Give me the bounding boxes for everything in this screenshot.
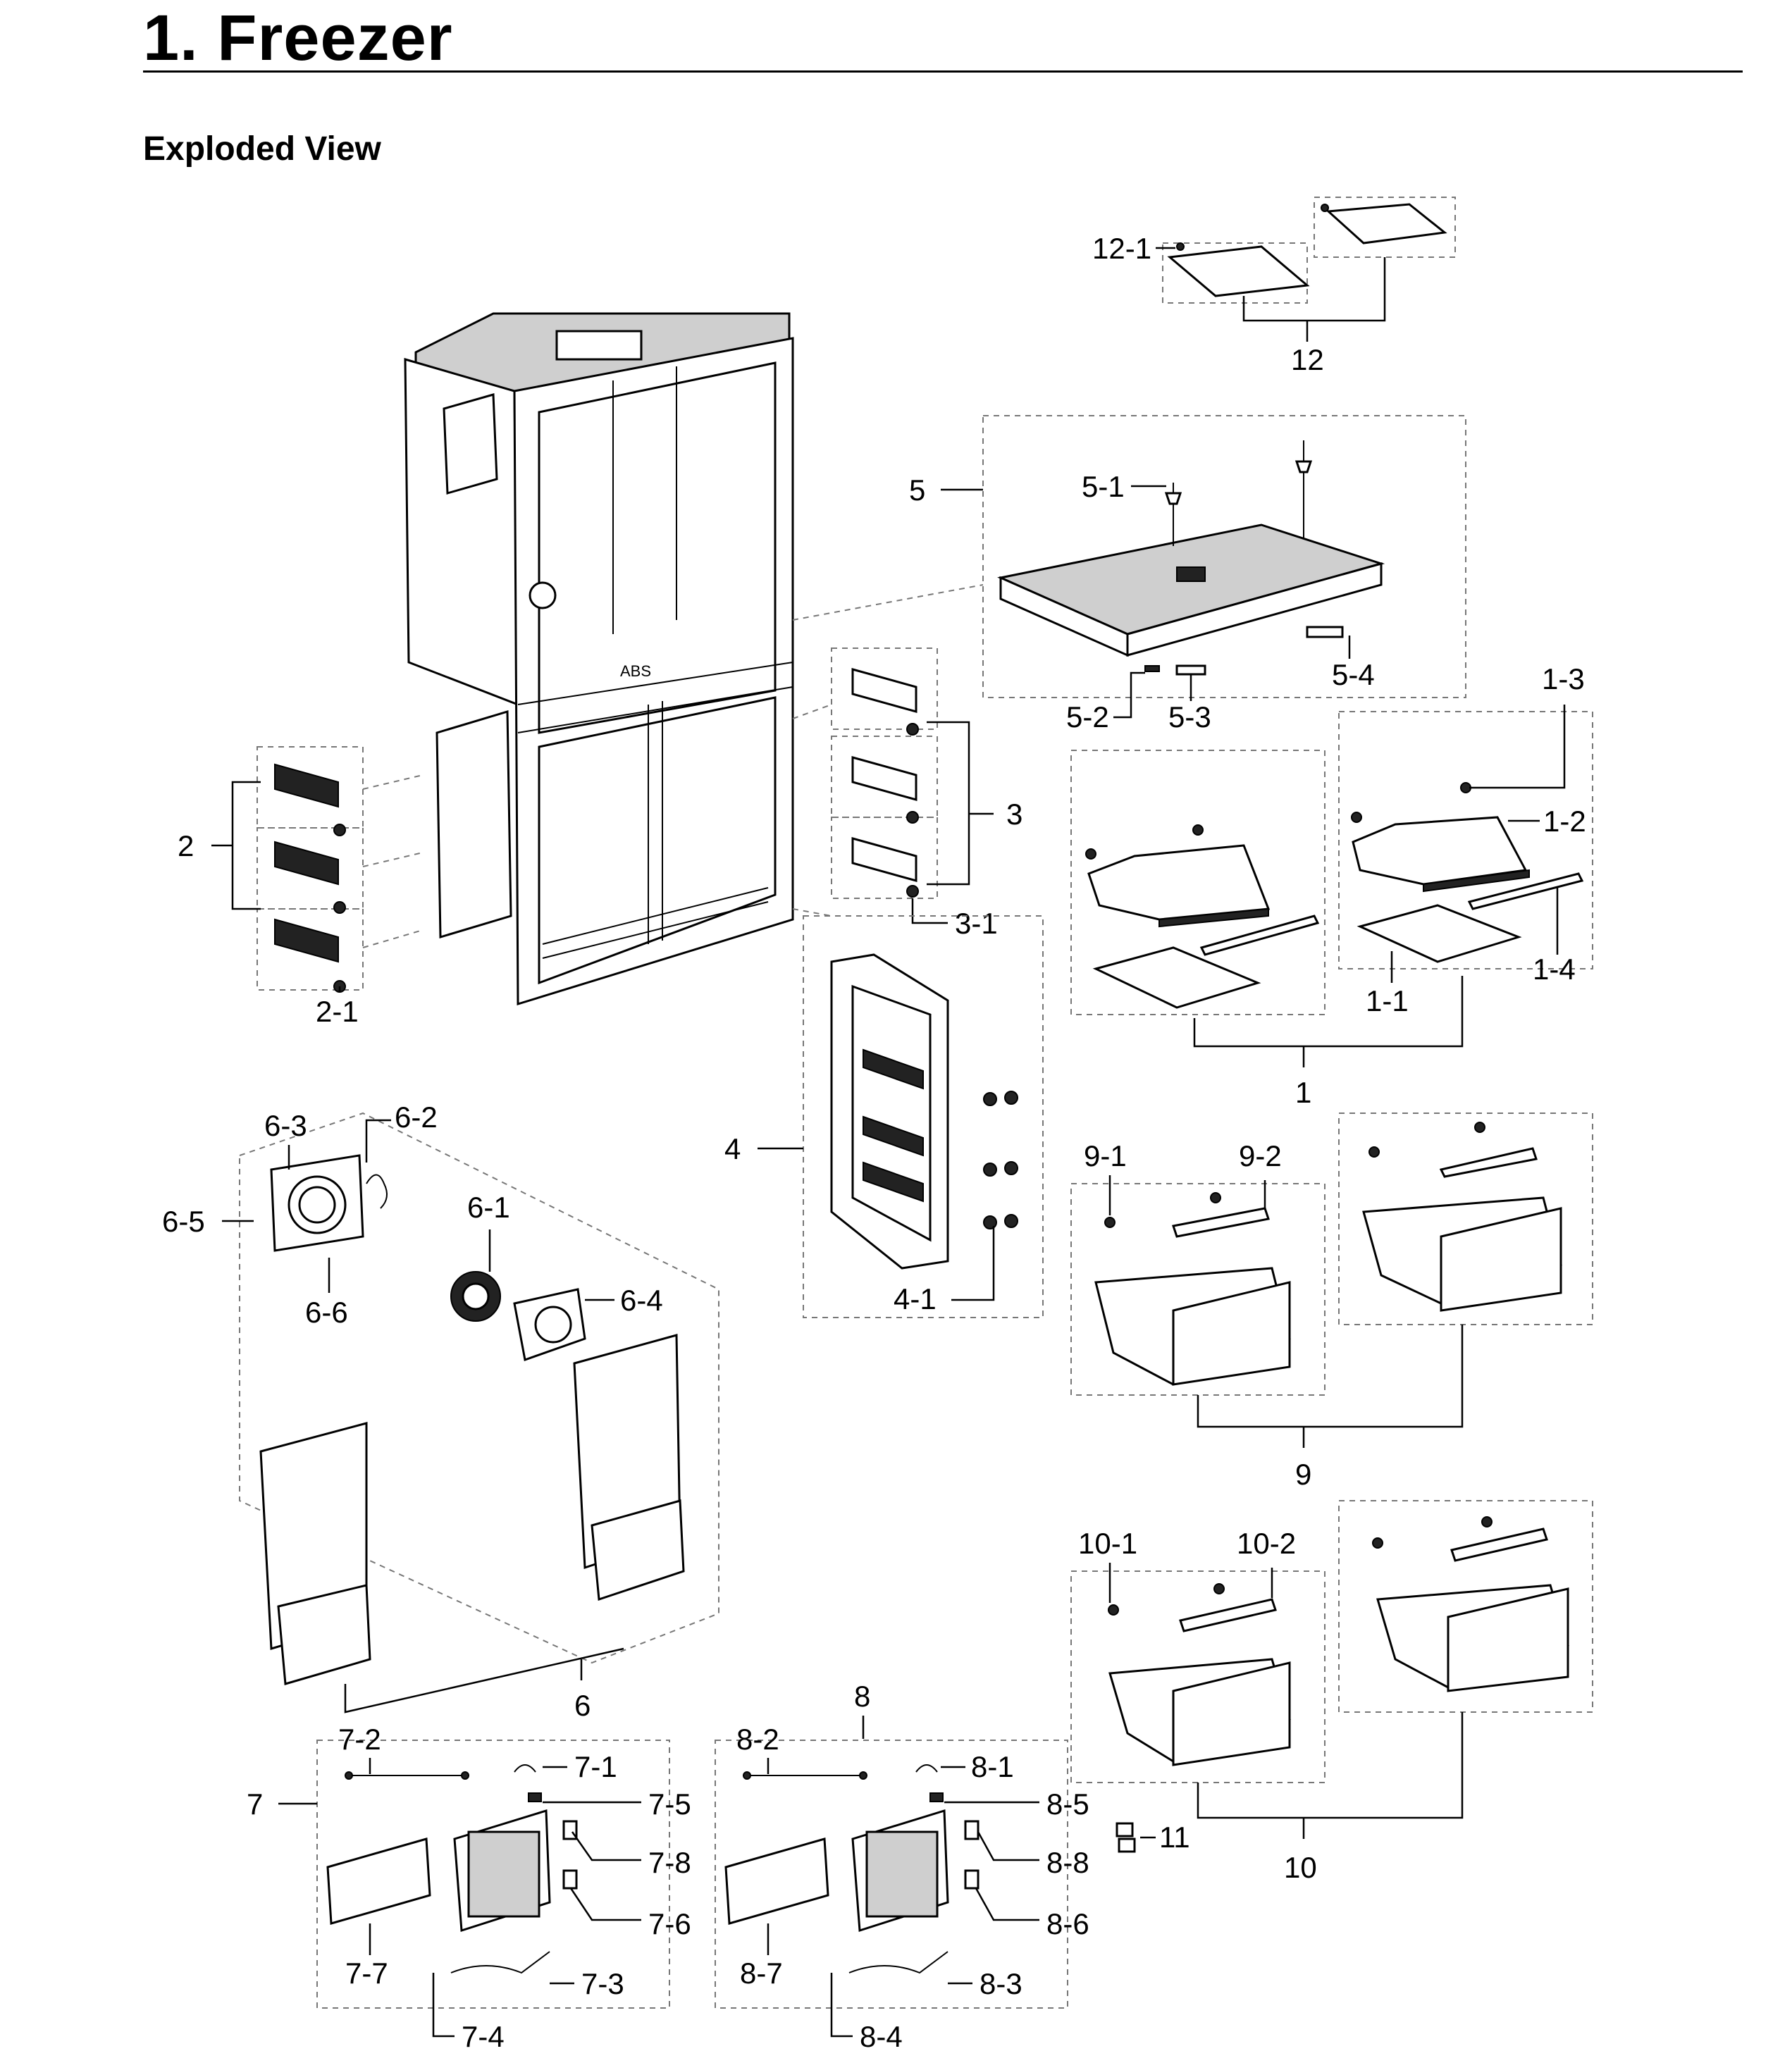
callout-7-3: 7-3	[581, 1967, 624, 2000]
callout-4: 4	[724, 1132, 741, 1165]
part-3-rails	[831, 647, 938, 899]
callout-1-2: 1-2	[1543, 805, 1586, 838]
callout-1-3: 1-3	[1542, 662, 1585, 695]
callout-5-2: 5-2	[1066, 700, 1109, 733]
callout-8-7: 8-7	[740, 1957, 783, 1990]
callout-9-2: 9-2	[1239, 1139, 1282, 1172]
callout-5-1: 5-1	[1082, 470, 1125, 503]
callout-1-1: 1-1	[1366, 984, 1409, 1017]
callout-7-5: 7-5	[648, 1787, 691, 1821]
callout-3-1: 3-1	[955, 907, 998, 940]
callout-5: 5	[909, 473, 925, 507]
cabinet-logo: ABS	[620, 662, 651, 680]
callout-2-1: 2-1	[316, 995, 359, 1028]
part-5-panel	[982, 415, 1466, 698]
callout-6-5: 6-5	[162, 1205, 205, 1238]
title-rule	[143, 70, 1743, 73]
part-9-drawers	[1070, 1113, 1593, 1396]
callout-10: 10	[1284, 1851, 1317, 1884]
callout-9: 9	[1295, 1458, 1311, 1491]
callout-10-1: 10-1	[1078, 1527, 1137, 1560]
callout-4-1: 4-1	[894, 1282, 937, 1315]
part-11-clips	[1116, 1822, 1136, 1853]
callout-6-3: 6-3	[264, 1109, 307, 1142]
part-4-divider	[803, 915, 1044, 1318]
callout-12: 12	[1291, 343, 1324, 376]
part-1-shelves	[1070, 711, 1593, 1015]
callout-3: 3	[1006, 798, 1022, 831]
part-10-drawers	[1070, 1500, 1593, 1783]
callout-6-4: 6-4	[620, 1284, 663, 1317]
projection-lines	[362, 584, 984, 948]
callout-8-5: 8-5	[1046, 1787, 1089, 1821]
callout-5-4: 5-4	[1332, 658, 1375, 691]
callout-7-1: 7-1	[574, 1750, 617, 1783]
callout-9-1: 9-1	[1084, 1139, 1127, 1172]
callout-5-3: 5-3	[1168, 700, 1211, 733]
callout-8-3: 8-3	[980, 1967, 1022, 2000]
page-title: 1. Freezer	[143, 2, 453, 74]
callout-1-4: 1-4	[1533, 953, 1576, 986]
callout-6: 6	[574, 1689, 591, 1722]
callout-7-8: 7-8	[648, 1846, 691, 1879]
callout-7: 7	[247, 1787, 263, 1821]
part-8-evaporator	[715, 1740, 1068, 2009]
callout-6-1: 6-1	[467, 1191, 510, 1224]
part-12-covers	[1162, 197, 1456, 304]
callout-6-2: 6-2	[395, 1101, 438, 1134]
callout-10-2: 10-2	[1237, 1527, 1296, 1560]
part-2-rails	[257, 746, 364, 993]
callout-6-6: 6-6	[305, 1296, 348, 1329]
cabinet-drawing: ABS	[404, 312, 794, 1006]
callout-7-7: 7-7	[345, 1957, 388, 1990]
part-7-evaporator	[316, 1740, 670, 2009]
callout-7-2: 7-2	[338, 1723, 381, 1756]
callout-12-1: 12-1	[1092, 232, 1151, 265]
callout-8-2: 8-2	[736, 1723, 779, 1756]
callout-8: 8	[854, 1680, 870, 1713]
callout-8-1: 8-1	[971, 1750, 1014, 1783]
callout-8-6: 8-6	[1046, 1907, 1089, 1940]
part-6-covers	[239, 1112, 719, 1685]
callout-11: 11	[1159, 1821, 1190, 1854]
callout-8-8: 8-8	[1046, 1846, 1089, 1879]
callout-2: 2	[178, 829, 194, 862]
section-subtitle: Exploded View	[143, 130, 381, 168]
callout-1: 1	[1295, 1076, 1311, 1109]
callout-8-4: 8-4	[860, 2020, 903, 2053]
callout-7-4: 7-4	[462, 2020, 505, 2053]
callout-7-6: 7-6	[648, 1907, 691, 1940]
